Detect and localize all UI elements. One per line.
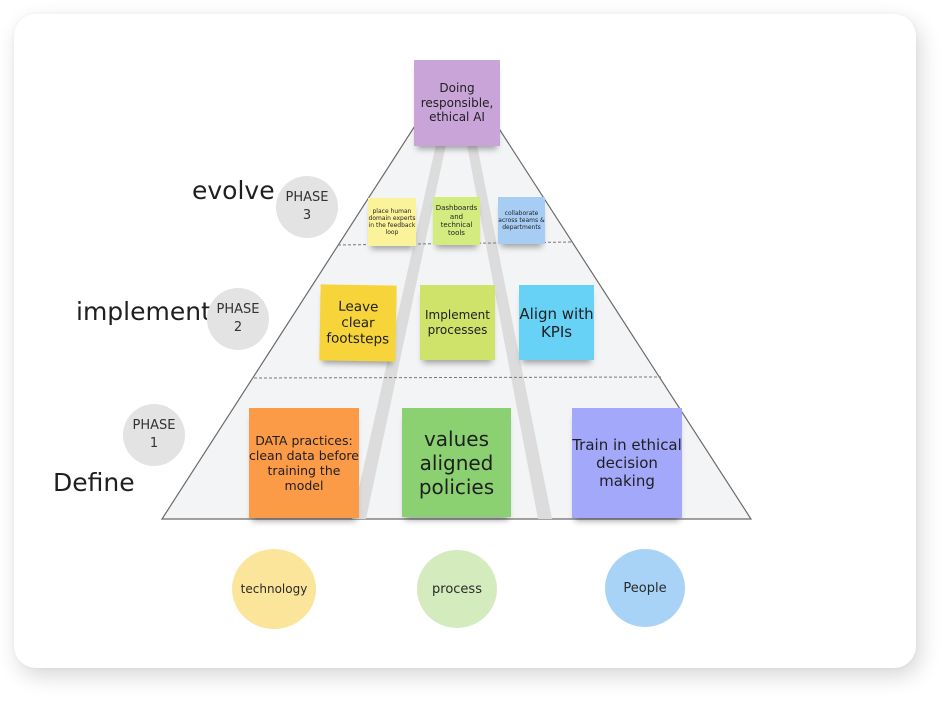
phase-badge-2: PHASE 2 — [207, 288, 269, 350]
note-collaborate-text: collaborate across teams & departments — [498, 209, 545, 232]
phase-badge-1-number: 1 — [149, 436, 159, 451]
note-leave-footsteps-text: Leave clear footsteps — [326, 298, 390, 348]
goal-note-text: Doing responsible, ethical AI — [420, 81, 494, 125]
note-collaborate[interactable]: collaborate across teams & departments — [498, 197, 545, 244]
pillar-technology[interactable]: technology — [232, 549, 316, 629]
phase-label-implement: implement — [76, 297, 211, 326]
phase-label-define: Define — [53, 468, 135, 497]
pillar-process-text: process — [432, 581, 482, 597]
pillar-band-left — [352, 140, 447, 519]
phase-badge-3-word: PHASE — [285, 189, 329, 205]
pillar-technology-text: technology — [240, 582, 308, 596]
phase-badge-2-number: 2 — [233, 320, 243, 335]
phase-badge-2-word: PHASE — [216, 301, 260, 317]
note-data-practices[interactable]: DATA practices: clean data before traini… — [249, 408, 359, 518]
note-align-kpis-text: Align with KPIs — [519, 304, 594, 341]
phase-badge-3: PHASE 3 — [276, 176, 338, 238]
goal-note[interactable]: Doing responsible, ethical AI — [414, 60, 500, 146]
phase-badge-1: PHASE 1 — [123, 404, 185, 466]
note-dashboards-text: Dashboards and technical tools — [435, 204, 478, 238]
note-train-ethical-text: Train in ethical decision making — [572, 436, 682, 490]
note-data-practices-text: DATA practices: clean data before traini… — [249, 433, 359, 493]
note-values-policies-text: values aligned policies — [418, 426, 495, 499]
note-leave-footsteps[interactable]: Leave clear footsteps — [319, 284, 397, 362]
pillar-band-right — [466, 140, 552, 519]
note-human-experts[interactable]: place human domain experts in the feedba… — [368, 198, 416, 246]
phase-badge-3-number: 3 — [302, 208, 312, 223]
divider-phase2-phase1 — [253, 376, 662, 379]
note-implement-processes[interactable]: Implement processes — [420, 285, 495, 360]
note-align-kpis[interactable]: Align with KPIs — [519, 285, 594, 360]
phase-badge-1-word: PHASE — [132, 417, 176, 433]
note-human-experts-text: place human domain experts in the feedba… — [368, 207, 416, 237]
note-train-ethical[interactable]: Train in ethical decision making — [572, 408, 682, 518]
pillar-people-text: People — [623, 580, 667, 596]
pillar-people[interactable]: People — [605, 549, 685, 627]
note-values-policies[interactable]: values aligned policies — [402, 408, 511, 517]
pillar-process[interactable]: process — [417, 550, 497, 628]
note-dashboards[interactable]: Dashboards and technical tools — [433, 197, 480, 245]
note-implement-processes-text: Implement processes — [425, 308, 490, 337]
phase-label-evolve: evolve — [192, 176, 275, 205]
